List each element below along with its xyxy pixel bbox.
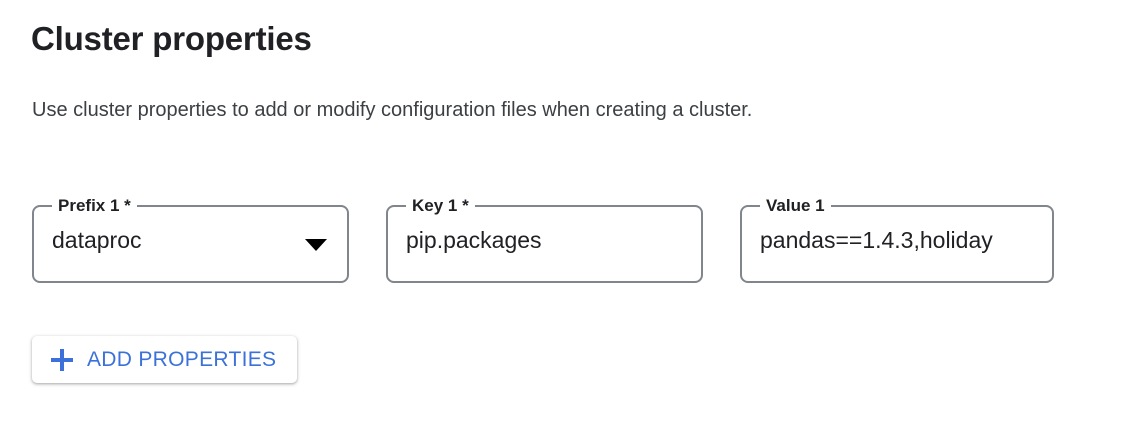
value-input-value: pandas==1.4.3,holiday	[760, 227, 993, 253]
add-properties-button-label: ADD PROPERTIES	[87, 347, 277, 371]
key-input-value: pip.packages	[406, 227, 542, 253]
value-input-field[interactable]: Value 1 pandas==1.4.3,holiday	[740, 196, 1054, 283]
key-field-label: Key 1 *	[406, 196, 475, 216]
add-properties-button[interactable]: ADD PROPERTIES	[32, 336, 298, 383]
plus-icon	[51, 348, 73, 371]
prefix-select-field[interactable]: Prefix 1 * dataproc	[32, 196, 349, 283]
cluster-properties-row: Prefix 1 * dataproc Key 1 * pip.packages…	[0, 196, 1122, 285]
prefix-field-label: Prefix 1 *	[52, 196, 137, 216]
value-field-label: Value 1	[760, 196, 831, 216]
page-description: Use cluster properties to add or modify …	[32, 99, 753, 121]
chevron-down-icon[interactable]	[305, 239, 327, 251]
page-title: Cluster properties	[31, 20, 312, 57]
prefix-select-value: dataproc	[52, 227, 142, 253]
key-input-field[interactable]: Key 1 * pip.packages	[386, 196, 703, 283]
